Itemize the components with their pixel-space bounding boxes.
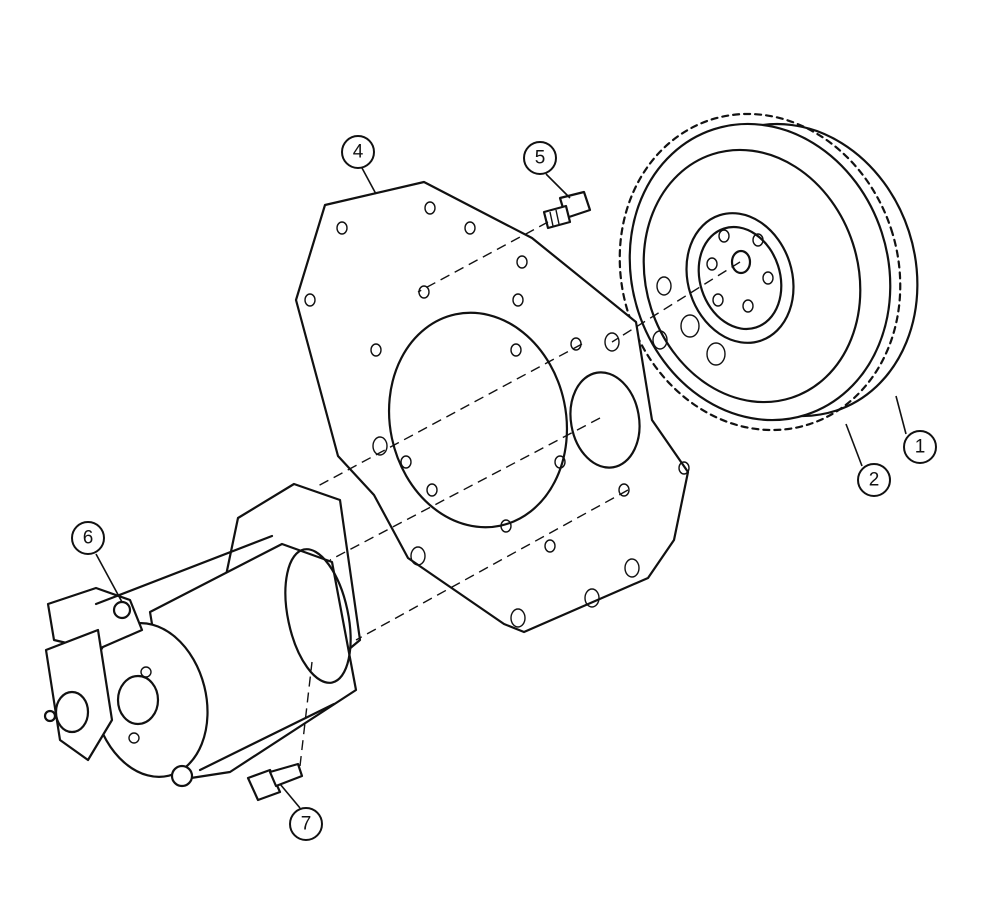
callout-1: 1 bbox=[895, 395, 937, 464]
callout-7: 7 bbox=[279, 783, 323, 841]
capscrew-5 bbox=[542, 190, 592, 230]
adapter-plate bbox=[294, 180, 690, 634]
callout-label-5: 5 bbox=[535, 148, 546, 169]
callout-label-2: 2 bbox=[869, 470, 880, 491]
flywheel bbox=[618, 112, 919, 432]
callout-label-4: 4 bbox=[353, 142, 364, 163]
callout-6: 6 bbox=[71, 521, 123, 603]
callout-circle bbox=[903, 430, 937, 464]
starter-motor bbox=[43, 482, 362, 788]
callout-label-6: 6 bbox=[83, 528, 94, 549]
alignment-lines bbox=[299, 221, 741, 767]
callout-5: 5 bbox=[523, 141, 571, 199]
callout-label-1: 1 bbox=[915, 437, 926, 458]
callout-label-7: 7 bbox=[301, 814, 312, 835]
capscrew-7 bbox=[246, 762, 304, 802]
callout-4: 4 bbox=[341, 135, 377, 195]
callout-2: 2 bbox=[845, 423, 891, 497]
